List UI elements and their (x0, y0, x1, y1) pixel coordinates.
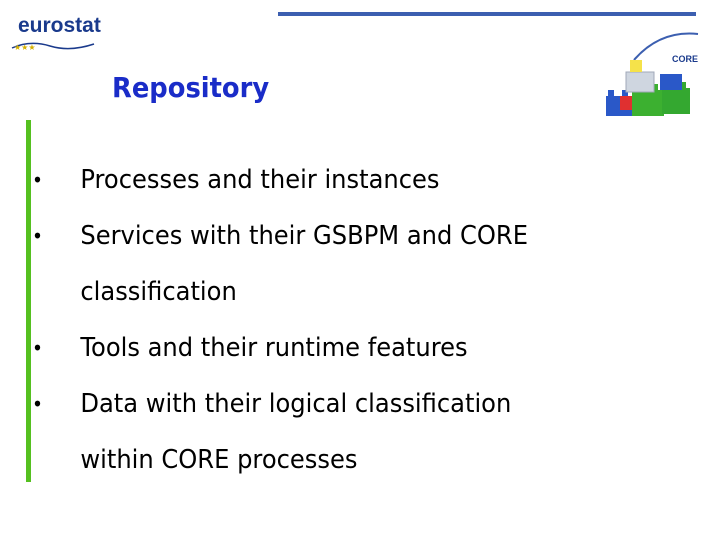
eurostat-logo-text: eurostat (18, 14, 101, 37)
svg-text:★★★: ★★★ (14, 43, 36, 52)
accent-bar (26, 120, 31, 482)
list-item: • Services with their GSBPM and CORE cla… (32, 208, 664, 320)
core-label: CORE (672, 54, 698, 64)
bullet-text-continued: within CORE processes (80, 445, 358, 475)
bullet-icon: • (32, 224, 43, 248)
eu-stars-icon: ★★★ (11, 42, 95, 52)
list-item: • Data with their logical classification… (32, 376, 664, 488)
bullet-list: • Processes and their instances • Servic… (32, 152, 712, 488)
list-item: • Tools and their runtime features (32, 320, 664, 376)
bullet-text: Data with their logical classification (80, 389, 512, 419)
header-rule (278, 12, 696, 16)
bullet-icon: • (32, 168, 43, 192)
list-item: • Processes and their instances (32, 152, 664, 208)
bullet-icon: • (32, 336, 43, 360)
bullet-icon: • (32, 392, 43, 416)
core-blocks-logo-icon: CORE (606, 32, 699, 116)
bullet-text-continued: classification (80, 277, 237, 307)
bullet-text: Tools and their runtime features (80, 333, 468, 363)
slide-title: Repository (112, 71, 270, 104)
eurostat-logo: eurostat ★★★ (6, 8, 101, 52)
bullet-text: Services with their GSBPM and CORE (80, 221, 529, 251)
bullet-text: Processes and their instances (80, 165, 440, 195)
